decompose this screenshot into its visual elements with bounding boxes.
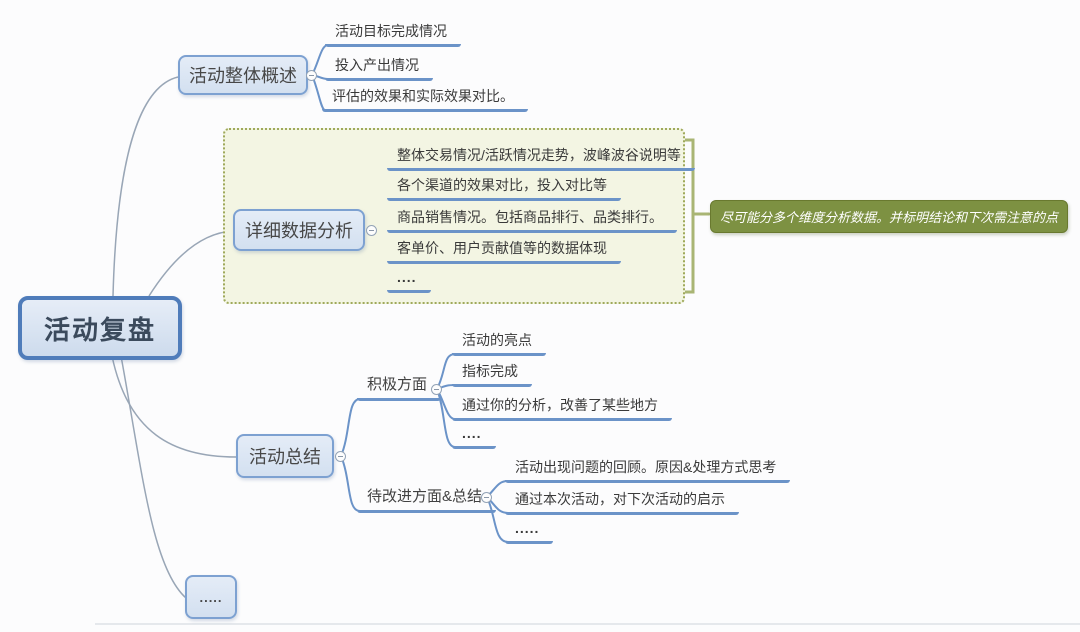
- topic-more[interactable]: .....: [185, 575, 237, 619]
- collapse-button[interactable]: [481, 492, 492, 503]
- minus-icon: [484, 497, 489, 498]
- topic-goal-completion[interactable]: 活动目标完成情况: [325, 22, 461, 47]
- topic-transaction-trend[interactable]: 整体交易情况/活跃情况走势，波峰波谷说明等: [387, 146, 695, 171]
- topic-positive-more[interactable]: ....: [452, 424, 496, 449]
- topic-overview[interactable]: 活动整体概述: [178, 55, 308, 95]
- minus-icon: [338, 456, 343, 457]
- topic-input-output[interactable]: 投入产出情况: [325, 56, 433, 81]
- topic-problem-review[interactable]: 活动出现问题的回顾。原因&处理方式思考: [505, 458, 791, 483]
- topic-customer-value[interactable]: 客单价、用户贡献值等的数据体现: [387, 239, 621, 264]
- topic-next-inspiration[interactable]: 通过本次活动，对下次活动的启示: [505, 490, 739, 515]
- topic-improve-more[interactable]: .....: [505, 519, 554, 544]
- topic-summary[interactable]: 活动总结: [236, 434, 334, 478]
- collapse-button[interactable]: [306, 70, 317, 81]
- collapse-button[interactable]: [335, 451, 346, 462]
- topic-positive[interactable]: 积极方面: [357, 375, 442, 401]
- topic-improve[interactable]: 待改进方面&总结: [357, 487, 497, 513]
- topic-channel-comparison[interactable]: 各个渠道的效果对比，投入对比等: [387, 176, 621, 201]
- minus-icon: [309, 75, 314, 76]
- topic-effect-comparison[interactable]: 评估的效果和实际效果对比。: [322, 87, 528, 112]
- topic-product-sales[interactable]: 商品销售情况。包括商品排行、品类排行。: [387, 208, 677, 233]
- analysis-callout[interactable]: 尽可能分多个维度分析数据。并标明结论和下次需注意的点: [710, 200, 1068, 233]
- topic-highlights[interactable]: 活动的亮点: [452, 331, 546, 356]
- topic-improved-areas[interactable]: 通过你的分析，改善了某些地方: [452, 396, 672, 421]
- minus-icon: [434, 389, 439, 390]
- root-topic[interactable]: 活动复盘: [18, 296, 182, 360]
- topic-kpi-done[interactable]: 指标完成: [452, 362, 532, 387]
- topic-analysis-more[interactable]: ....: [387, 268, 431, 293]
- topic-analysis[interactable]: 详细数据分析: [233, 209, 365, 251]
- collapse-button[interactable]: [431, 384, 442, 395]
- minus-icon: [369, 230, 374, 231]
- collapse-button[interactable]: [366, 225, 377, 236]
